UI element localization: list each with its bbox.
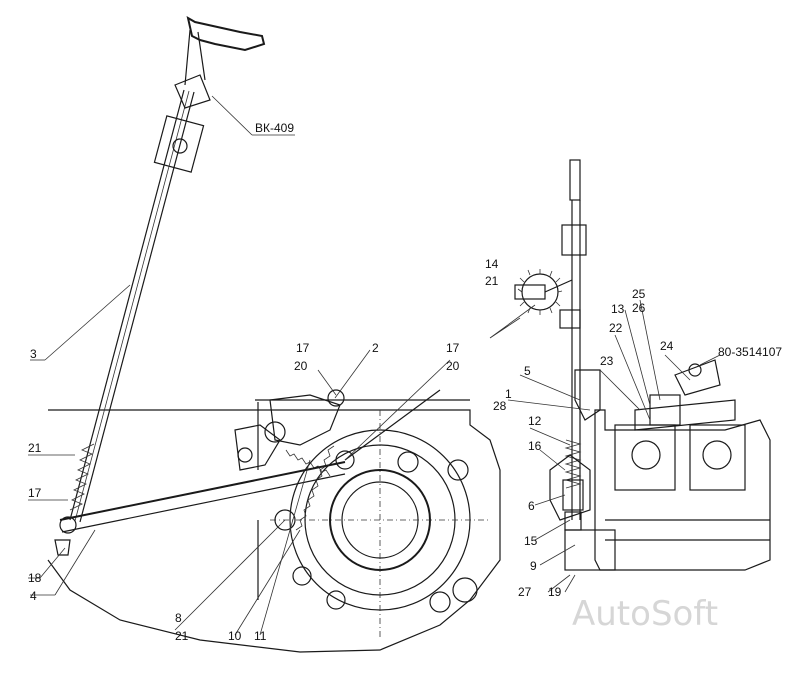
label-16: 16 (528, 439, 542, 453)
brake-drum (270, 410, 490, 640)
caliper-housing (594, 359, 771, 571)
ratchet-gear (514, 269, 573, 315)
label-22: 22 (609, 321, 623, 335)
leader-lines (28, 95, 721, 636)
label-14: 14 (485, 257, 499, 271)
link-rod (54, 461, 346, 556)
label-17: 17 (28, 486, 42, 500)
label-21: 21 (28, 441, 42, 455)
label-10: 10 (228, 629, 242, 643)
label-8: 8 (175, 611, 182, 625)
return-spring (295, 445, 335, 531)
watermark: AutoSoft (572, 594, 718, 634)
label-part-80-3514107: 80-3514107 (718, 345, 782, 359)
brake-cable (344, 389, 441, 461)
label-28: 28 (493, 399, 507, 413)
label-23: 23 (600, 354, 614, 368)
label-15: 15 (524, 534, 538, 548)
label-13: 13 (611, 302, 625, 316)
label-12: 12 (528, 414, 542, 428)
label-21-right: 21 (485, 274, 499, 288)
right-spring (564, 439, 582, 489)
housing-flange (255, 399, 470, 600)
label-6: 6 (528, 499, 535, 513)
label-2: 2 (372, 341, 379, 355)
label-5: 5 (524, 364, 531, 378)
right-leader-pair (489, 304, 536, 339)
label-4: 4 (30, 589, 37, 603)
rod-spring (69, 443, 95, 511)
right-lower-parts (549, 369, 616, 571)
label-20: 20 (294, 359, 308, 373)
lever-bracket (234, 389, 345, 531)
label-11: 11 (254, 629, 267, 643)
hand-lever-rod (69, 16, 266, 523)
label-17-top: 17 (296, 341, 310, 355)
label-19: 19 (548, 585, 562, 599)
label-25: 25 (632, 287, 646, 301)
label-vk409: ВК-409 (255, 121, 294, 135)
label-3: 3 (30, 347, 37, 361)
label-18: 18 (28, 571, 42, 585)
housing-outline (47, 409, 501, 653)
label-9: 9 (530, 559, 537, 573)
label-24: 24 (660, 339, 674, 353)
label-21-bottom: 21 (175, 629, 189, 643)
label-20-right: 20 (446, 359, 460, 373)
label-26: 26 (632, 301, 646, 315)
right-view-rod (559, 159, 587, 520)
label-1: 1 (505, 387, 512, 401)
brake-spring (285, 449, 331, 477)
label-17-right: 17 (446, 341, 460, 355)
label-27: 27 (518, 585, 532, 599)
